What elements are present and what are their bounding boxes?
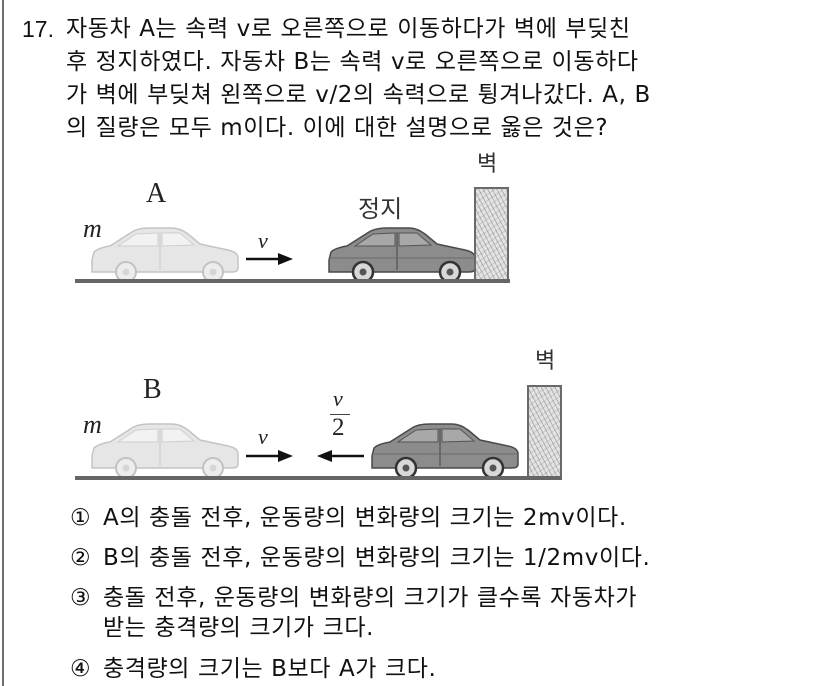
fraction-bar: [330, 414, 350, 415]
option-2-marker: ②: [70, 545, 92, 571]
car-b-label: B: [143, 374, 162, 405]
wall-label: 벽: [477, 152, 498, 177]
car-a-moving-icon: [91, 227, 239, 282]
arrow-right-icon: [246, 253, 293, 265]
wall-a: [474, 187, 509, 281]
question-number: 17.: [22, 16, 54, 42]
mass-label: m: [83, 410, 102, 439]
stopped-label: 정지: [358, 195, 403, 223]
rebound-velocity-denominator: 2: [332, 414, 345, 441]
option-1[interactable]: ① A의 충돌 전후, 운동량의 변화량의 크기는 2mv이다.: [70, 503, 627, 533]
question-line-1: 자동차 A는 속력 v로 오른쪽으로 이동하다가 벽에 부딪친: [66, 16, 631, 42]
option-1-marker: ①: [70, 505, 92, 531]
car-b-rebound-icon: [371, 423, 519, 478]
option-2[interactable]: ② B의 충돌 전후, 운동량의 변화량의 크기는 1/2mv이다.: [70, 543, 650, 573]
option-4[interactable]: ④ 충격량의 크기는 B보다 A가 크다.: [70, 654, 436, 684]
car-a-stopped-icon: [328, 227, 476, 282]
page-left-border: [2, 0, 4, 686]
option-3-text-line-1: 충돌 전후, 운동량의 변화량의 크기가 클수록 자동차가: [103, 585, 638, 611]
car-b-moving-icon: [91, 423, 239, 478]
velocity-label: v: [258, 228, 268, 253]
mass-label: m: [83, 214, 102, 243]
question-line-3: 가 벽에 부딪쳐 왼쪽으로 v/2의 속력으로 튕겨나갔다. A, B: [66, 82, 651, 108]
option-4-text: 충격량의 크기는 B보다 A가 크다.: [103, 656, 437, 682]
option-2-text: B의 충돌 전후, 운동량의 변화량의 크기는 1/2mv이다.: [103, 545, 651, 571]
arrow-left-icon: [317, 450, 364, 462]
option-3-marker: ③: [70, 585, 92, 611]
ground-line-b: [75, 476, 562, 480]
rebound-velocity-numerator: v: [333, 386, 343, 411]
velocity-label: v: [258, 424, 268, 449]
ground-line-a: [75, 279, 510, 283]
question-line-2: 후 정지하였다. 자동차 B는 속력 v로 오른쪽으로 이동하다: [66, 49, 639, 75]
wall-b: [527, 385, 562, 478]
car-a-label: A: [146, 178, 167, 209]
arrow-right-icon: [246, 450, 293, 462]
option-3-text-line-2: 받는 충격량의 크기가 크다.: [103, 615, 375, 641]
option-3[interactable]: ③ 충돌 전후, 운동량의 변화량의 크기가 클수록 자동차가 받는 충격량의 크…: [70, 583, 637, 643]
wall-label: 벽: [535, 349, 556, 374]
option-1-text: A의 충돌 전후, 운동량의 변화량의 크기는 2mv이다.: [103, 505, 627, 531]
question-line-4: 의 질량은 모두 m이다. 이에 대한 설명으로 옳은 것은?: [66, 115, 609, 141]
option-4-marker: ④: [70, 656, 92, 682]
